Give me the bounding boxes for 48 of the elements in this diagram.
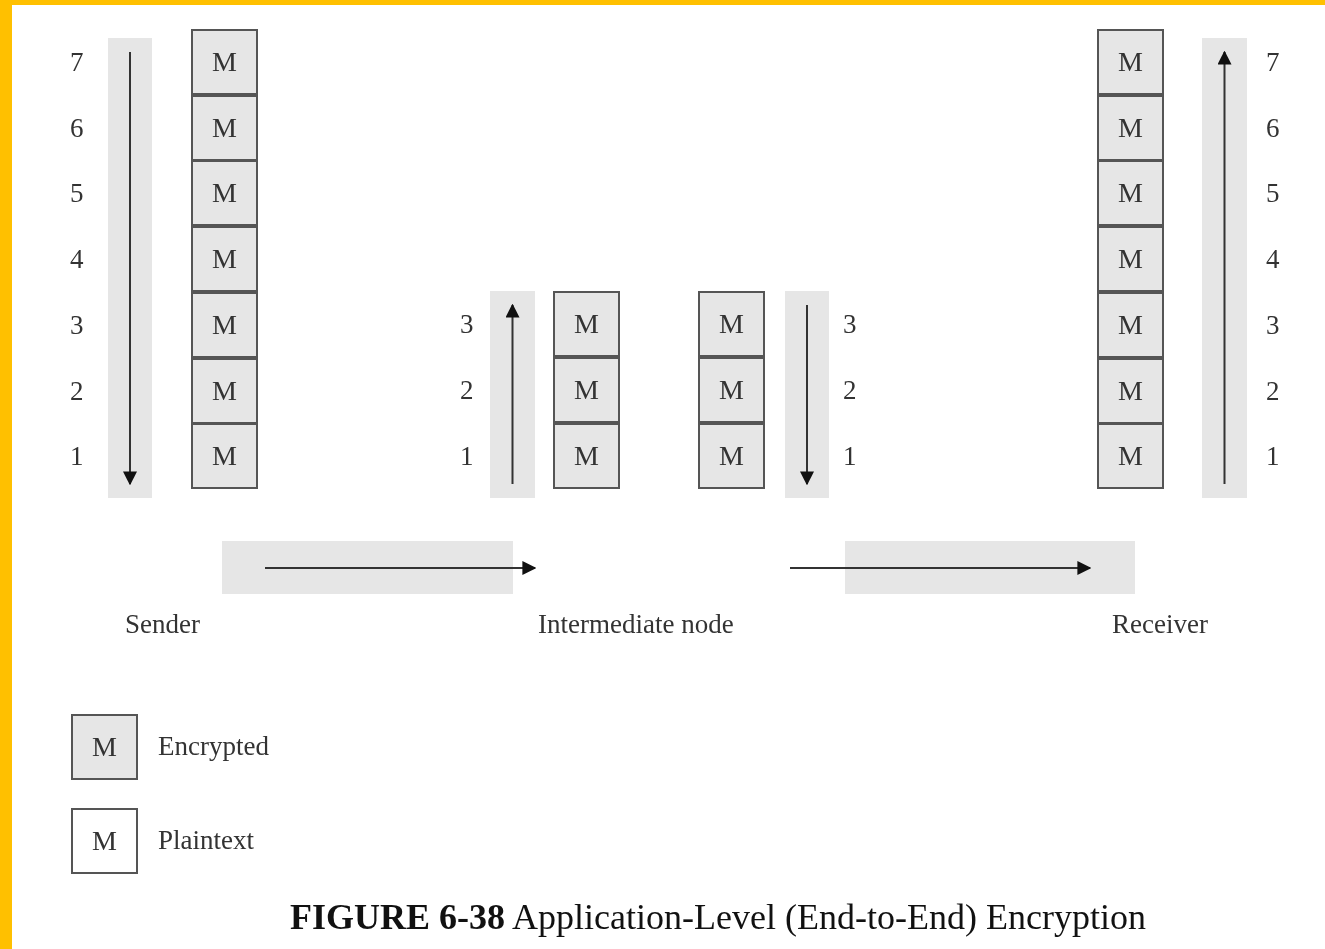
encrypted-message-box: M xyxy=(698,423,765,489)
encrypted-message-box: M xyxy=(1097,226,1164,293)
layer-number: 7 xyxy=(1266,46,1280,78)
layer-number: 2 xyxy=(70,374,84,407)
encrypted-message-box: M xyxy=(698,357,765,423)
encrypted-message-box: M xyxy=(553,291,620,357)
encrypted-message-box: M xyxy=(191,29,258,95)
encrypted-message-box: M xyxy=(1097,160,1164,227)
layer-number: 3 xyxy=(843,308,857,340)
layer-number: 1 xyxy=(843,440,857,472)
encrypted-message-box: M xyxy=(191,226,258,293)
layer-number: 4 xyxy=(1266,243,1280,276)
layer-number: 6 xyxy=(1266,111,1280,144)
layer-number: 1 xyxy=(1266,440,1280,473)
encrypted-message-box: M xyxy=(698,291,765,357)
encrypted-message-box: M xyxy=(191,291,258,358)
layer-number: 5 xyxy=(70,177,84,210)
layer-number: 2 xyxy=(1266,374,1280,407)
legend-label: Plaintext xyxy=(158,824,254,856)
encrypted-message-box: M xyxy=(1097,357,1164,424)
layer-number: 2 xyxy=(843,374,857,406)
encrypted-message-box: M xyxy=(191,423,258,490)
layer-number: 3 xyxy=(460,308,474,340)
encrypted-message-box: M xyxy=(553,423,620,489)
legend-label: Encrypted xyxy=(158,730,269,762)
layer-number: 1 xyxy=(70,440,84,473)
encrypted-message-box: M xyxy=(191,357,258,424)
legend-swatch: M xyxy=(71,808,138,874)
encrypted-message-box: M xyxy=(1097,94,1164,161)
layer-number: 1 xyxy=(460,440,474,472)
layer-number: 4 xyxy=(70,243,84,276)
encrypted-message-box: M xyxy=(1097,423,1164,490)
layer-number: 5 xyxy=(1266,177,1280,210)
layer-number: 2 xyxy=(460,374,474,406)
encrypted-message-box: M xyxy=(191,94,258,161)
node-label: Receiver xyxy=(1112,608,1208,640)
layer-number: 3 xyxy=(1266,308,1280,341)
figure-caption: FIGURE 6-38 Application-Level (End-to-End) Encryption xyxy=(290,897,1146,937)
layer-number: 7 xyxy=(70,46,84,78)
layer-number: 3 xyxy=(70,308,84,341)
encrypted-message-box: M xyxy=(1097,29,1164,95)
encrypted-message-box: M xyxy=(191,160,258,227)
node-label: Sender xyxy=(125,608,200,640)
layer-number: 6 xyxy=(70,111,84,144)
encrypted-message-box: M xyxy=(1097,291,1164,358)
encrypted-message-box: M xyxy=(553,357,620,423)
legend-swatch: M xyxy=(71,714,138,780)
node-label: Intermediate node xyxy=(538,608,734,640)
